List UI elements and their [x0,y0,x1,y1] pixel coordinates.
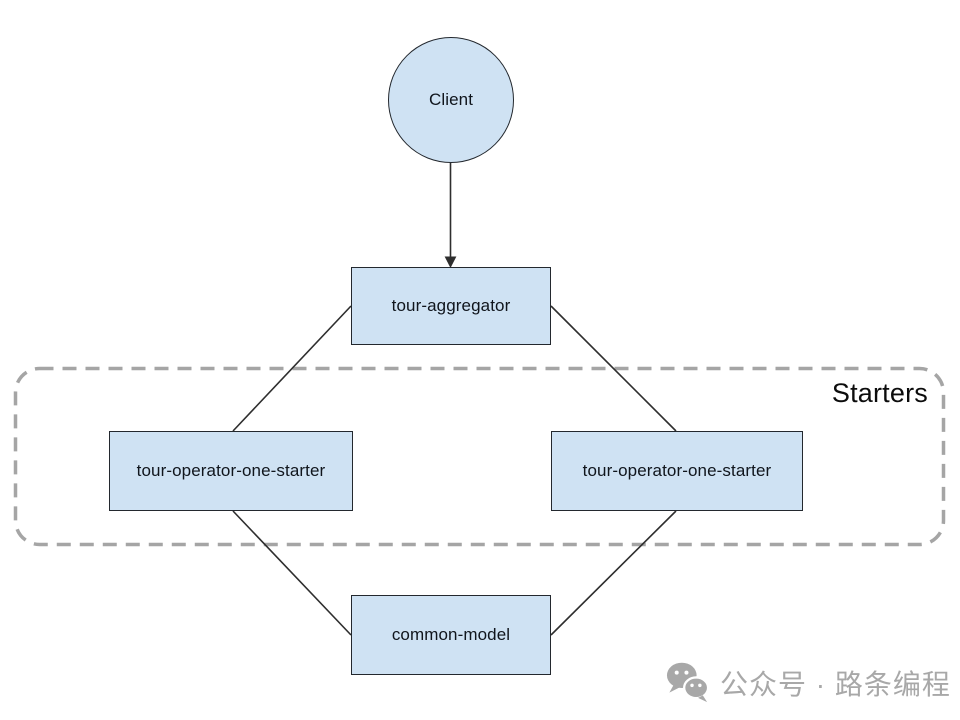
node-common-model: common-model [351,595,551,675]
watermark-text: 公众号 · 路条编程 [720,669,951,700]
connector-aggregator-to-left-starter [232,305,352,432]
connector-aggregator-to-right-starter [550,305,677,432]
connector-left-starter-to-common-model [232,510,352,636]
starters-group-border [13,366,946,547]
wechat-icon [666,662,710,703]
connector-right-starter-to-common-model [550,510,677,636]
node-client-label: Client [428,90,474,109]
node-common-model-label: common-model [391,625,511,644]
node-tour-operator-starter-right-label: tour-operator-one-starter [582,461,772,480]
node-tour-aggregator: tour-aggregator [351,267,551,345]
node-tour-operator-starter-left: tour-operator-one-starter [109,431,353,511]
watermark: 公众号 · 路条编程 [665,661,951,705]
node-tour-operator-starter-left-label: tour-operator-one-starter [136,461,326,480]
arrowhead-client-to-aggregator [444,256,457,268]
node-tour-aggregator-label: tour-aggregator [391,296,511,315]
node-tour-operator-starter-right: tour-operator-one-starter [551,431,803,511]
starters-group-label: Starters [831,378,928,408]
node-client: Client [388,37,514,163]
